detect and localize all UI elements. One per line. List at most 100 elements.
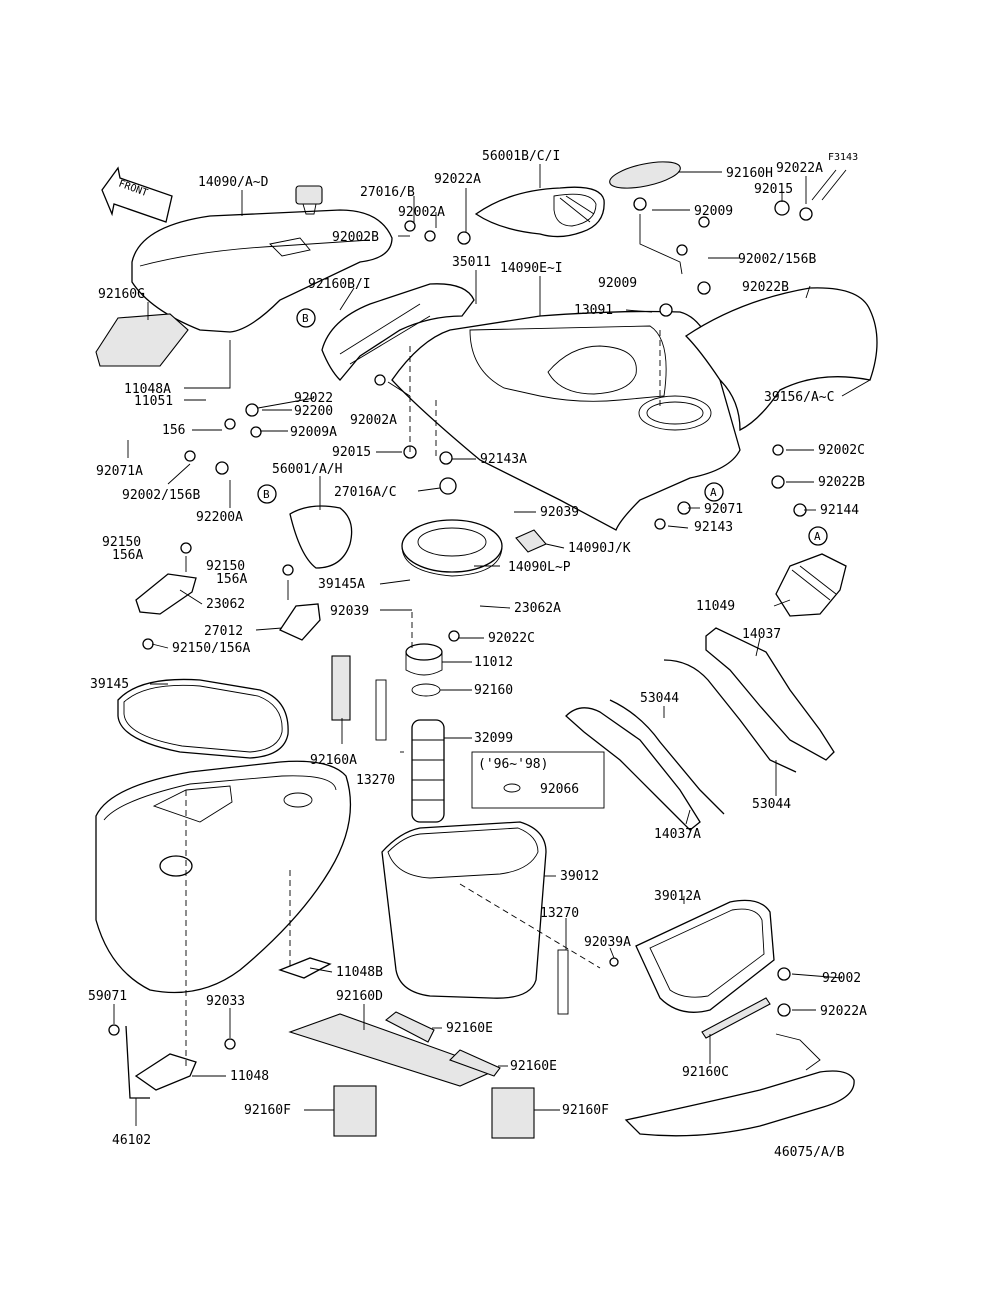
- label-92002C: 92002C: [818, 443, 865, 458]
- label-39145A: 39145A: [318, 577, 365, 592]
- windshield-56001AH: [289, 505, 353, 569]
- svg-text:B: B: [302, 312, 309, 325]
- label-14090L-P: 14090L~P: [508, 560, 571, 575]
- pad-92160F-right: [491, 1087, 535, 1139]
- label-92039A: 92039A: [584, 935, 631, 950]
- label-92160G: 92160G: [98, 287, 145, 302]
- label-92160D: 92160D: [336, 989, 383, 1004]
- callout-b-upper: B: [296, 308, 316, 328]
- pad-14090JK: [515, 529, 547, 553]
- strip-53044-right: [663, 659, 797, 773]
- strip-92160A: [331, 655, 351, 721]
- label-14037A: 14037A: [654, 827, 701, 842]
- callout-b-lower: B: [257, 484, 277, 504]
- year-note-box: [471, 751, 605, 809]
- label-13270-low: 13270: [540, 906, 579, 921]
- label-92150-156A: 92150/156A: [172, 641, 250, 656]
- label-156A-left: 156A: [112, 548, 143, 563]
- label-92160H: 92160H: [726, 166, 773, 181]
- label-92022A-top: 92022A: [434, 172, 481, 187]
- label-39012: 39012: [560, 869, 599, 884]
- year-note: ('96~'98): [478, 757, 548, 772]
- label-92022B-right: 92022B: [818, 475, 865, 490]
- label-92022C: 92022C: [488, 631, 535, 646]
- pad-92160H: [609, 161, 681, 189]
- label-92150-left: 92150: [102, 535, 141, 550]
- label-56001-A-H: 56001/A/H: [272, 462, 342, 477]
- label-92160E-a: 92160E: [446, 1021, 493, 1036]
- label-92160F-right: 92160F: [562, 1103, 609, 1118]
- pad-92160G: [95, 313, 189, 367]
- label-92160-mid: 92160: [474, 683, 513, 698]
- label-46102: 46102: [112, 1133, 151, 1148]
- bracket-11049: [775, 553, 847, 617]
- label-92002-low: 92002: [822, 971, 861, 986]
- label-14037: 14037: [742, 627, 781, 642]
- label-92150-mid: 92150: [206, 559, 245, 574]
- label-92039-mid: 92039: [330, 604, 369, 619]
- label-92071A: 92071A: [96, 464, 143, 479]
- label-92015-mid: 92015: [332, 445, 371, 460]
- hinge-11048: [134, 1053, 197, 1091]
- label-92160F-left: 92160F: [244, 1103, 291, 1118]
- brace-14037: [705, 627, 835, 761]
- label-92160B-I: 92160B/I: [308, 277, 371, 292]
- label-35011: 35011: [452, 255, 491, 270]
- seal-39145: [117, 678, 289, 759]
- label-27016A-C: 27016A/C: [334, 485, 397, 500]
- label-92002A-top: 92002A: [398, 205, 445, 220]
- label-14090-A-D: 14090/A~D: [198, 175, 269, 190]
- label-92009A: 92009A: [290, 425, 337, 440]
- rod-46102: [125, 1025, 150, 1099]
- label-92022B-top: 92022B: [742, 280, 789, 295]
- callout-a-lower: A: [808, 526, 828, 546]
- label-46075-A-B: 46075/A/B: [774, 1145, 845, 1160]
- figure-code: F3143: [828, 152, 858, 163]
- label-39156-A-C: 39156/A~C: [764, 390, 834, 405]
- label-11049: 11049: [696, 599, 735, 614]
- svg-text:B: B: [263, 488, 270, 501]
- label-13091: 13091: [574, 303, 613, 318]
- cap-92066: [503, 783, 521, 793]
- top-deck-14090EI: [391, 310, 741, 531]
- pad-92160F-left: [333, 1085, 377, 1137]
- label-92200: 92200: [294, 404, 333, 419]
- label-92022-mid: 92022: [294, 391, 333, 406]
- hinge-23062: [135, 573, 197, 615]
- label-92002-156B-top: 92002/156B: [738, 252, 816, 267]
- label-156: 156: [162, 423, 185, 438]
- label-92009-a: 92009: [694, 204, 733, 219]
- label-92071: 92071: [704, 502, 743, 517]
- assembly-lines: [185, 330, 661, 1070]
- label-14090E-I: 14090E~I: [500, 261, 563, 276]
- label-92039-top: 92039: [540, 505, 579, 520]
- strip-53044-left: [609, 699, 725, 815]
- front-direction-arrow: FRONT: [101, 166, 173, 223]
- tray-39012A: [635, 899, 775, 1013]
- fasteners: [108, 197, 813, 1050]
- plate-13270-low: [557, 949, 569, 1015]
- label-14090J-K: 14090J/K: [568, 541, 631, 556]
- leader-lines: [113, 164, 871, 1126]
- tray-14090LP: [401, 519, 503, 577]
- label-56001B-C-I: 56001B/C/I: [482, 149, 560, 164]
- label-53044-top: 53044: [640, 691, 679, 706]
- pad-92160E-a: [384, 1011, 435, 1043]
- label-39145: 39145: [90, 677, 129, 692]
- grab-rail-46075: [624, 1070, 855, 1137]
- label-11048A: 11048A: [124, 382, 171, 397]
- label-39012A: 39012A: [654, 889, 701, 904]
- label-92144: 92144: [820, 503, 859, 518]
- svg-text:A: A: [814, 530, 821, 543]
- label-92160A: 92160A: [310, 753, 357, 768]
- label-92009-b: 92009: [598, 276, 637, 291]
- label-92143: 92143: [694, 520, 733, 535]
- plate-13270-mid: [375, 679, 387, 741]
- label-92002-156B-bot: 92002/156B: [122, 488, 200, 503]
- label-23062A: 23062A: [514, 601, 561, 616]
- label-92160C: 92160C: [682, 1065, 729, 1080]
- label-59071: 59071: [88, 989, 127, 1004]
- label-32099: 32099: [474, 731, 513, 746]
- label-11012: 11012: [474, 655, 513, 670]
